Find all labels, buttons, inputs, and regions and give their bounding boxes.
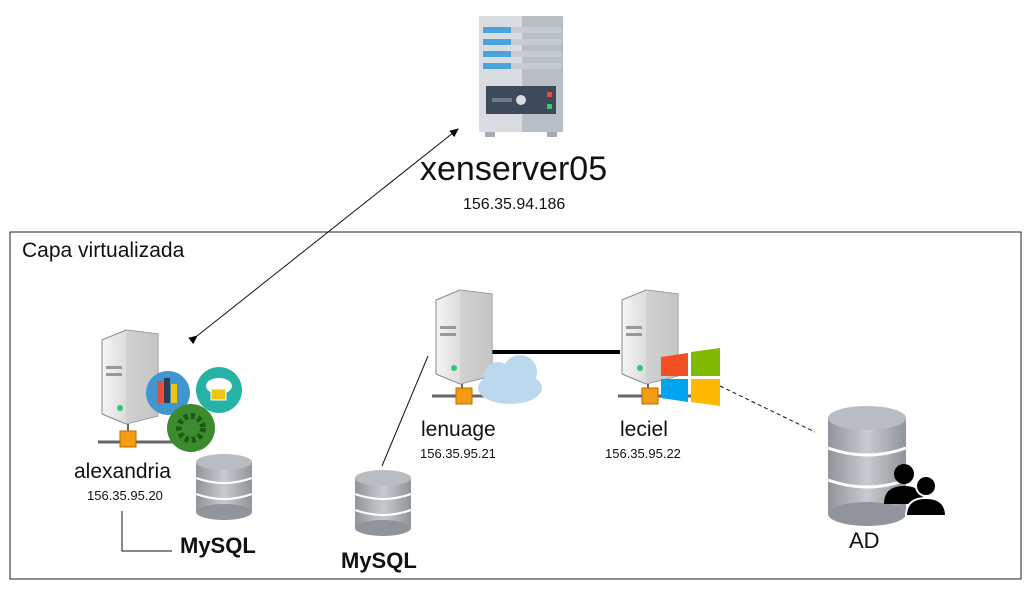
leciel-ip: 156.35.95.22	[605, 446, 681, 461]
lenuage-ip: 156.35.95.21	[420, 446, 496, 461]
gear-badge-icon	[167, 404, 215, 452]
alexandria-ip: 156.35.95.20	[87, 488, 163, 503]
cloud-photo-badge-icon	[196, 367, 242, 413]
leciel-ad-dashed-link	[719, 385, 816, 433]
virtualized-layer-frame	[9, 231, 1022, 580]
alexandria-database-icon	[195, 454, 253, 520]
lenuage-server-icon	[432, 289, 508, 405]
host-name: xenserver05	[420, 150, 608, 188]
layer-title: Capa virtualizada	[22, 239, 185, 262]
ad-database-icon	[827, 406, 907, 526]
windows-logo-icon	[661, 348, 720, 406]
alexandria-mysql-label: MySQL	[180, 533, 256, 558]
users-icon	[884, 464, 948, 517]
lenuage-name: lenuage	[421, 418, 496, 441]
lenuage-mysql-link	[381, 355, 429, 467]
ad-name: AD	[849, 528, 880, 553]
library-badge-icon	[146, 371, 190, 415]
cloud-icon	[478, 355, 542, 404]
alexandria-mysql-link	[121, 511, 172, 552]
lenuage-database-icon	[354, 470, 412, 536]
leciel-name: leciel	[620, 418, 668, 441]
host-link-arrow	[188, 128, 459, 345]
rack-server-icon	[479, 16, 563, 137]
alexandria-name: alexandria	[74, 460, 171, 483]
host-ip: 156.35.94.186	[463, 196, 566, 213]
lenuage-mysql-label: MySQL	[341, 548, 417, 573]
